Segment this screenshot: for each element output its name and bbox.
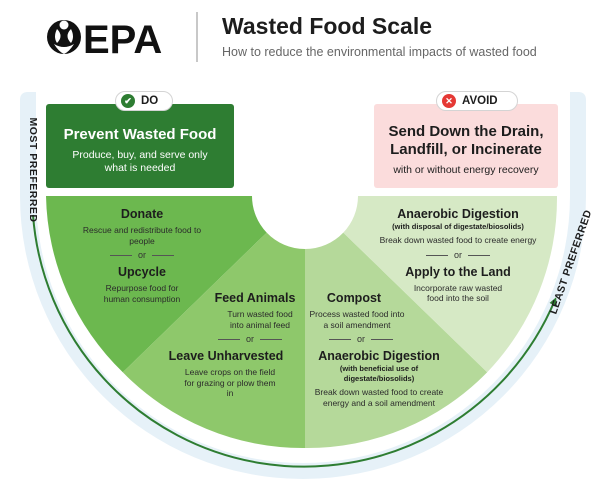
do-badge-label: DO [141,95,159,107]
ad-disposal-qualifier: (with disposal of digestate/biosolids) [392,222,524,231]
feed-animals-description: Turn wasted food into animal feed [227,309,293,330]
apply-to-land-description: Incorporate raw wasted food into the soi… [413,282,503,304]
x-icon: ✕ [442,94,456,108]
epa-flower-icon [47,20,81,54]
or-divider: or [77,250,207,261]
upcycle-title: Upcycle [118,265,166,279]
page-subtitle: How to reduce the environmental impacts … [222,45,537,59]
or-divider: or [378,250,538,261]
epa-logo: EPA [47,18,162,60]
avoid-badge-label: AVOID [462,95,498,107]
ad-beneficial-description: Break down wasted food to create energy … [314,387,444,408]
page-title: Wasted Food Scale [222,13,433,39]
tier-ad-apply: Anaerobic Digestion (with disposal of di… [378,207,538,304]
wedge-donate-upcycle [46,196,267,373]
ad-beneficial-qualifier: (with beneficial use of digestate/biosol… [339,364,419,383]
compost-title: Compost [326,291,382,305]
do-badge: ✔ DO [115,91,173,111]
do-description: Produce, buy, and serve only what is nee… [72,149,208,174]
feed-animals-title: Feed Animals [214,291,296,305]
wedge-compost-ad [305,232,488,449]
epa-wordmark: EPA [83,18,162,60]
check-icon: ✔ [121,94,135,108]
avoid-disposal-box: Send Down the Drain, Landfill, or Incine… [374,104,558,188]
ad-disposal-description: Break down wasted food to create energy [379,235,537,245]
or-divider: or [200,334,300,345]
leave-unharvested-description: Leave crops on the field for grazing or … [184,367,276,398]
tier-feed-leave: Feed Animals Turn wasted food into anima… [160,291,300,399]
wedge-feed-leave [122,232,305,449]
ad-disposal-title: Anaerobic Digestion [397,207,519,221]
ad-beneficial-title: Anaerobic Digestion [318,349,440,363]
upcycle-description: Repurpose food for human consumption [103,283,181,304]
do-title: Prevent Wasted Food [63,126,217,143]
avoid-title: Send Down the Drain, Landfill, or Incine… [388,123,544,158]
compost-description: Process wasted food into a soil amendmen… [309,309,405,330]
donate-title: Donate [120,207,164,221]
donate-description: Rescue and redistribute food to people [82,225,202,246]
preference-arrow [32,214,557,468]
do-prevent-box: Prevent Wasted Food Produce, buy, and se… [46,104,234,188]
avoid-badge: ✕ AVOID [436,91,518,111]
or-divider: or [305,334,417,345]
leave-unharvested-title: Leave Unharvested [168,349,284,363]
tier-compost-ad: Compost Process wasted food into a soil … [305,291,453,408]
wedge-ad-apply [343,196,558,373]
apply-to-land-title: Apply to the Land [405,264,511,279]
tier-donate-upcycle: Donate Rescue and redistribute food to p… [77,207,207,304]
most-preferred-label: MOST PREFERRED [27,117,39,223]
avoid-description: with or without energy recovery [393,164,539,176]
header-divider [196,12,198,62]
